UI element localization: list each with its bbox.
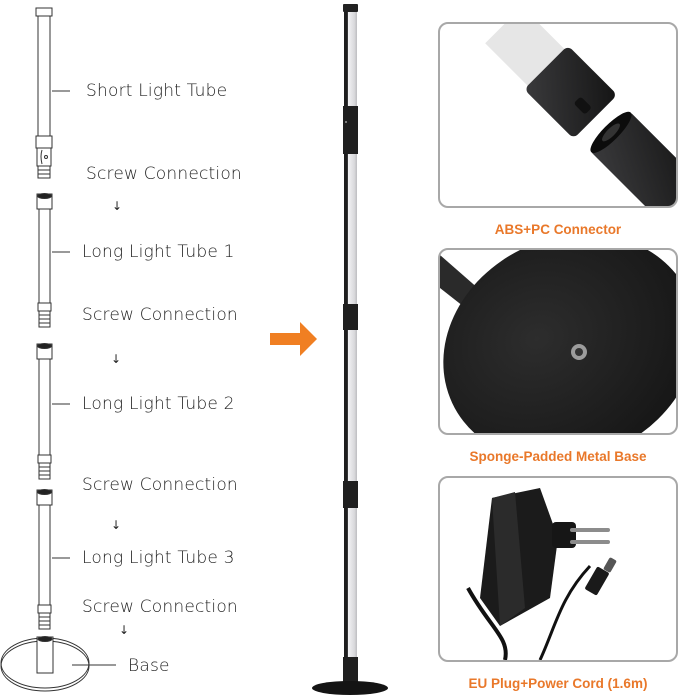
caption-eu-plug: EU Plug+Power Cord (1.6m)	[468, 676, 648, 691]
label-long-light-tube-3: Long Light Tube 3	[82, 548, 235, 568]
caption-metal-base: Sponge-Padded Metal Base	[469, 449, 647, 464]
label-long-light-tube-2: Long Light Tube 2	[82, 394, 235, 414]
label-screw-connection-2: Screw Connection	[82, 305, 238, 325]
label-base: Base	[128, 656, 170, 676]
label-screw-connection-3: Screw Connection	[82, 475, 238, 495]
label-screw-connection-4: Screw Connection	[82, 597, 238, 617]
eu-plug-adapter-photo	[466, 488, 617, 660]
down-arrow-icon: ↓	[111, 352, 122, 366]
label-long-light-tube-1: Long Light Tube 1	[82, 242, 235, 262]
label-screw-connection-1: Screw Connection	[86, 164, 242, 184]
down-arrow-icon: ↓	[111, 518, 122, 532]
feature-panel-connector	[438, 22, 678, 208]
caption-connector: ABS+PC Connector	[494, 222, 622, 237]
right-arrow-icon	[270, 322, 317, 356]
feature-panel-base	[438, 248, 678, 435]
connector-photo	[485, 24, 676, 206]
assembled-floor-lamp	[312, 4, 388, 695]
label-short-light-tube: Short Light Tube	[86, 81, 228, 101]
feature-panel-plug	[438, 476, 678, 662]
exploded-parts-drawing	[0, 7, 116, 692]
down-arrow-icon: ↓	[119, 623, 130, 637]
metal-base-photo	[440, 250, 676, 433]
down-arrow-icon: ↓	[112, 199, 123, 213]
